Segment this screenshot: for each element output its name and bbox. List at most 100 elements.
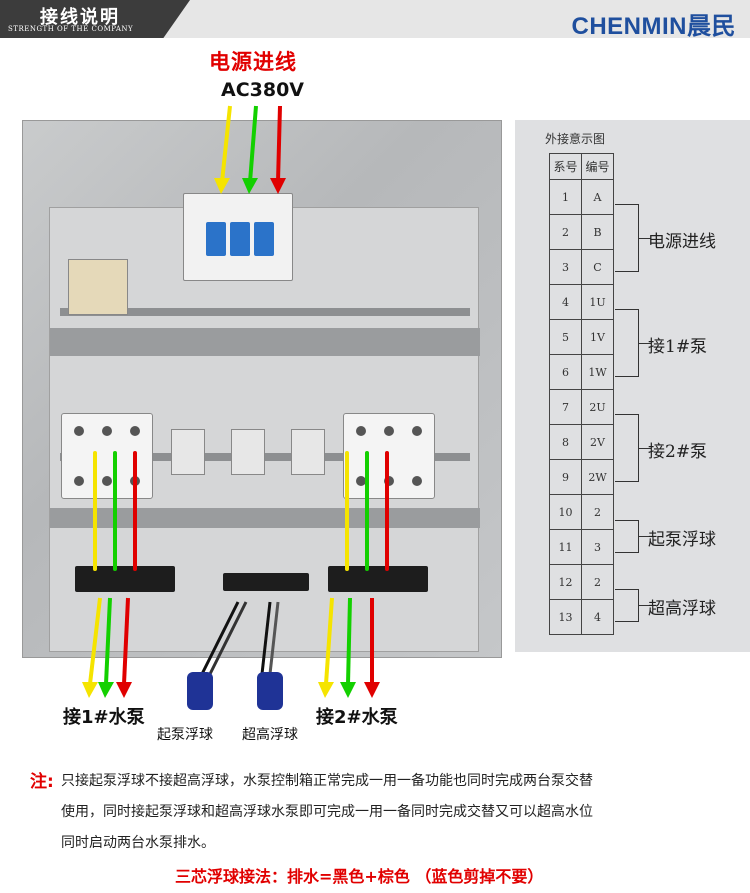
terminal-screw bbox=[74, 476, 84, 486]
table-cell: 13 bbox=[549, 599, 582, 635]
column-header: 系号 bbox=[549, 153, 582, 180]
table-cell: 4 bbox=[581, 599, 614, 635]
terminal-screw bbox=[102, 476, 112, 486]
arrow-green bbox=[346, 597, 352, 685]
terminal-screw bbox=[384, 426, 394, 436]
table-cell: 4 bbox=[549, 284, 582, 320]
table-cell: 2V bbox=[581, 424, 614, 460]
terminal-screw bbox=[356, 476, 366, 486]
arrow-green bbox=[104, 597, 112, 685]
arrow-head-red bbox=[364, 682, 380, 698]
contactor-2 bbox=[343, 413, 435, 499]
pump1-label: 接1#水泵 bbox=[63, 707, 145, 728]
table-cell: 11 bbox=[549, 529, 582, 565]
page-title: 接线说明 bbox=[40, 7, 120, 28]
float-high-cable bbox=[260, 601, 272, 675]
brace-tick bbox=[639, 343, 651, 344]
wire-red bbox=[133, 451, 137, 571]
arrow-head-green bbox=[242, 178, 258, 194]
table-cell: 2 bbox=[581, 494, 614, 530]
float-high-label: 超高浮球 bbox=[242, 727, 298, 743]
note-line-3: 同时启动两台水泵排水。 bbox=[61, 835, 215, 851]
breaker-pole-3 bbox=[254, 222, 274, 256]
brace-tick bbox=[639, 238, 651, 239]
table-cell: A bbox=[581, 179, 614, 215]
power-voltage: AC380V bbox=[221, 79, 305, 101]
table-cell: 1U bbox=[581, 284, 614, 320]
breaker-pole-1 bbox=[206, 222, 226, 256]
terminal-screw bbox=[130, 426, 140, 436]
contactor-1 bbox=[61, 413, 153, 499]
float-start-cable bbox=[208, 601, 248, 675]
terminal-screw bbox=[356, 426, 366, 436]
group-label-pump2: 接2#泵 bbox=[648, 442, 708, 462]
group-brace-pump2 bbox=[615, 414, 639, 482]
table-cell: 2U bbox=[581, 389, 614, 425]
terminal-screw bbox=[384, 476, 394, 486]
terminal-block-pump1 bbox=[75, 566, 175, 592]
terminal-screw bbox=[74, 426, 84, 436]
arrow-green bbox=[248, 105, 258, 183]
table-cell: 8 bbox=[549, 424, 582, 460]
float-high-icon bbox=[257, 672, 283, 710]
terminal-block-pump2 bbox=[328, 566, 428, 592]
brace-tick bbox=[639, 536, 651, 537]
terminal-screw bbox=[412, 476, 422, 486]
relay-1 bbox=[171, 429, 205, 475]
control-box-photo bbox=[22, 120, 502, 658]
arrow-yellow bbox=[324, 597, 334, 685]
group-label-float-high: 超高浮球 bbox=[648, 599, 716, 619]
float-start-cable bbox=[200, 601, 240, 675]
group-brace-float-high bbox=[615, 589, 639, 622]
arrow-head-red bbox=[116, 682, 132, 698]
wire-duct-bottom bbox=[50, 508, 480, 528]
float-start-icon bbox=[187, 672, 213, 710]
header-subtitle: STRENGTH OF THE COMPANY bbox=[8, 25, 134, 33]
arrow-head-yellow bbox=[214, 178, 230, 194]
arrow-head-green bbox=[98, 682, 114, 698]
table-cell: 3 bbox=[581, 529, 614, 565]
table-cell: 2W bbox=[581, 459, 614, 495]
terminal-screw bbox=[102, 426, 112, 436]
float-wiring-note: 三芯浮球接法：排水=黑色+棕色 （蓝色剪掉不要） bbox=[175, 867, 544, 886]
pump2-label: 接2#水泵 bbox=[316, 707, 398, 728]
note-line-2: 使用，同时接起泵浮球和超高浮球水泵即可完成一用一备同时完成交替又可以超高水位 bbox=[61, 804, 593, 820]
wire-green bbox=[113, 451, 117, 571]
float-cables bbox=[200, 601, 280, 675]
wire-green bbox=[365, 451, 369, 571]
pump1-arrows bbox=[82, 597, 132, 698]
terminal-block-float bbox=[223, 573, 309, 591]
power-arrows bbox=[214, 105, 286, 194]
din-rail-top bbox=[60, 308, 470, 316]
table-cell: 2 bbox=[581, 564, 614, 600]
table-cell: 9 bbox=[549, 459, 582, 495]
din-rail-middle bbox=[60, 453, 470, 461]
relay-2 bbox=[231, 429, 265, 475]
float-start-label: 起泵浮球 bbox=[157, 727, 213, 743]
brand-logo: CHENMIN晨民 bbox=[571, 13, 736, 40]
transformer bbox=[68, 259, 128, 315]
relay-3 bbox=[291, 429, 325, 475]
power-input-title: 电源进线 bbox=[209, 50, 297, 74]
table-cell: 1V bbox=[581, 319, 614, 355]
arrow-head-red bbox=[270, 178, 286, 194]
arrow-head-green bbox=[340, 682, 356, 698]
arrow-yellow bbox=[88, 597, 102, 685]
arrow-head-yellow bbox=[318, 682, 334, 698]
float-high-cable bbox=[268, 601, 280, 675]
column-header: 编号 bbox=[581, 153, 614, 180]
terminal-screw bbox=[412, 426, 422, 436]
wire-yellow bbox=[93, 451, 97, 571]
breaker-pole-2 bbox=[230, 222, 250, 256]
table-cell: 12 bbox=[549, 564, 582, 600]
table-cell: 3 bbox=[549, 249, 582, 285]
